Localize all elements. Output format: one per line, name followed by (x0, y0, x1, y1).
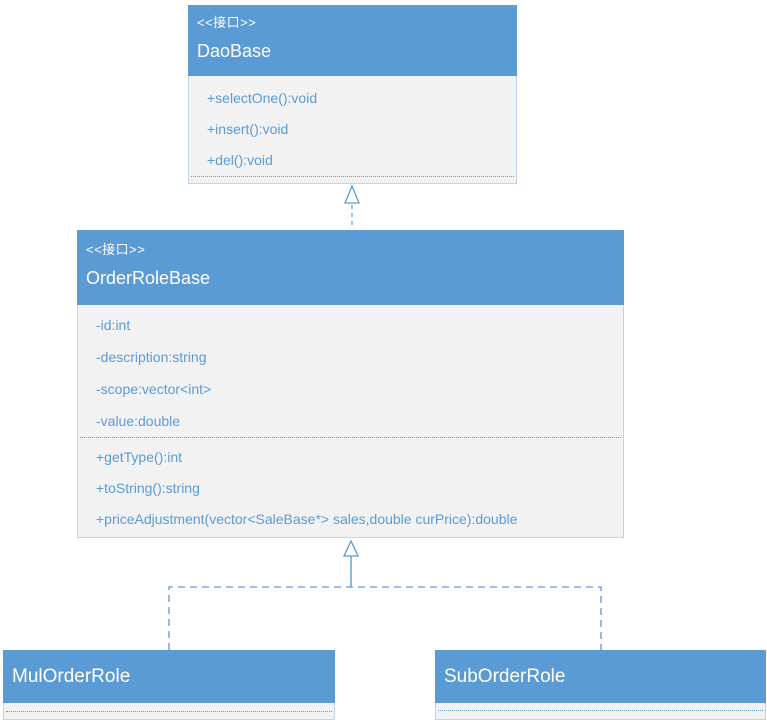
class-box-mulorderrole[interactable]: MulOrderRole (3, 650, 335, 720)
class-method: +insert():void (207, 121, 289, 137)
class-box-suborderrole[interactable]: SubOrderRole (435, 650, 766, 720)
stereotype-label: <<接口>> (86, 242, 146, 257)
class-attribute: -description:string (96, 349, 207, 365)
methods-compartment: +getType():int +toString():string +price… (78, 438, 623, 535)
class-header: <<接口>> OrderRoleBase (77, 230, 624, 305)
class-attribute: -scope:vector<int> (96, 381, 212, 397)
compartment-divider (80, 437, 621, 438)
realization-tree-children-to-orderrolebase[interactable] (168, 539, 602, 650)
class-name: OrderRoleBase (86, 268, 211, 288)
class-method: +getType():int (96, 449, 182, 465)
class-method: +priceAdjustment(vector<SaleBase*> sales… (96, 511, 518, 527)
attributes-compartment: -id:int -description:string -scope:vecto… (78, 305, 623, 437)
hollow-triangle-arrowhead-icon (342, 539, 360, 557)
compartment-divider (438, 710, 763, 711)
class-name: MulOrderRole (12, 666, 131, 687)
class-header: MulOrderRole (3, 650, 335, 703)
methods-compartment: +selectOne():void +insert():void +del():… (189, 76, 516, 176)
class-box-orderrolebase[interactable]: <<接口>> OrderRoleBase -id:int -descriptio… (77, 230, 624, 538)
compartment-divider (191, 176, 514, 177)
class-header: SubOrderRole (435, 650, 766, 703)
class-attribute: -id:int (96, 317, 131, 333)
class-name: DaoBase (197, 41, 272, 61)
class-attribute: -value:double (96, 413, 181, 429)
realization-dashed-branch[interactable] (168, 586, 602, 650)
class-header: <<接口>> DaoBase (188, 5, 517, 76)
stereotype-label: <<接口>> (197, 15, 257, 30)
class-method: +selectOne():void (207, 90, 318, 106)
class-name: SubOrderRole (444, 666, 566, 687)
class-method: +del():void (207, 152, 273, 168)
compartment-divider (6, 711, 332, 712)
class-method: +toString():string (96, 480, 200, 496)
class-box-daobase[interactable]: <<接口>> DaoBase +selectOne():void +insert… (188, 5, 517, 184)
realization-arrow-orderrolebase-to-daobase[interactable] (344, 184, 360, 229)
hollow-triangle-arrowhead-icon (344, 184, 360, 204)
